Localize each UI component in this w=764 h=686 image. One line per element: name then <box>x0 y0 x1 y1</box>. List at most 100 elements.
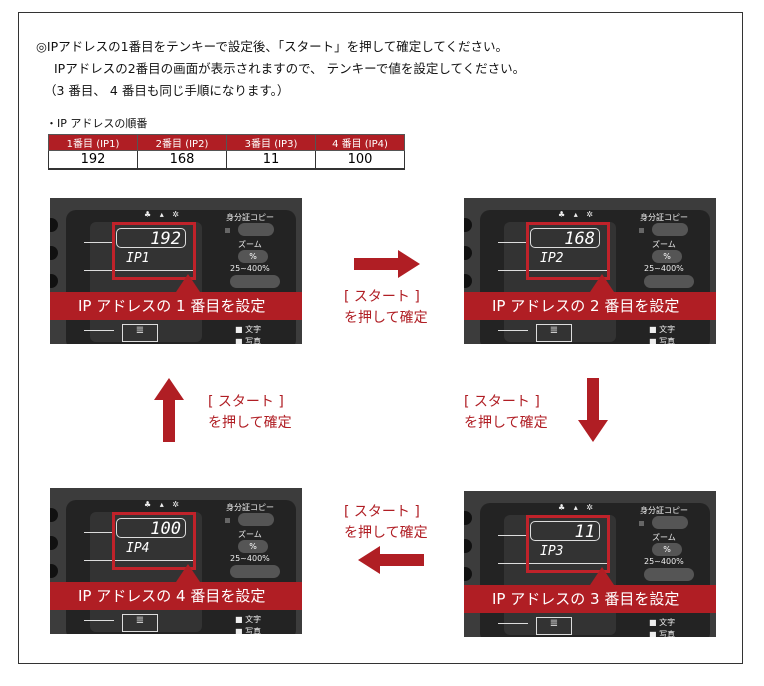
table-header: 2番目 (IP2) <box>137 134 227 151</box>
indicator-led <box>639 228 644 233</box>
id-copy-label: 身分証コピー <box>640 506 688 515</box>
id-copy-label: 身分証コピー <box>226 213 274 222</box>
document-frame <box>18 12 743 664</box>
zoom-range-label: 25~400% <box>644 264 684 273</box>
lcd-ip-label: IP3 <box>540 544 564 559</box>
photo-mode-label: ■ 写真 <box>649 630 676 637</box>
divider <box>84 330 114 331</box>
instruction-line-3: （3 番目、 4 番目も同じ手順になります。） <box>44 83 290 98</box>
zoom-label: ズーム <box>238 530 262 539</box>
paper-icon: ≣ <box>122 614 158 632</box>
id-copy-button[interactable] <box>238 513 274 526</box>
percent-button[interactable]: % <box>238 540 268 553</box>
highlight-box <box>112 512 196 570</box>
divider <box>498 330 528 331</box>
table-header: 3番目 (IP3) <box>226 134 316 151</box>
divider <box>498 270 608 271</box>
callout-pointer <box>176 274 200 292</box>
step-banner: IP アドレスの 4 番目を設定 <box>50 582 302 610</box>
step-banner: IP アドレスの 1 番目を設定 <box>50 292 302 320</box>
control-panel-ip1: ♣ ▴ ✲ 192 IP1 身分証コピー ズーム % 25~400% IP アド… <box>50 198 302 344</box>
status-icons: ♣ ▴ ✲ <box>558 503 596 512</box>
id-copy-button[interactable] <box>652 516 688 529</box>
arrow-down-icon <box>578 378 608 442</box>
paper-icon: ≣ <box>122 324 158 342</box>
text-mode-label: ■ 文字 <box>649 325 676 334</box>
paper-icon: ≣ <box>536 617 572 635</box>
highlight-box <box>526 515 610 573</box>
indicator-led <box>225 228 230 233</box>
divider <box>84 620 114 621</box>
callout-pointer <box>590 274 614 292</box>
table-cell: 168 <box>137 150 227 170</box>
zoom-label: ズーム <box>652 240 676 249</box>
indicator-led <box>225 518 230 523</box>
zoom-updown-button[interactable] <box>230 565 280 578</box>
lcd-value: 11 <box>530 521 600 542</box>
divider <box>84 560 194 561</box>
arrow-left-icon <box>358 546 424 574</box>
percent-button[interactable]: % <box>652 250 682 263</box>
lcd-value: 168 <box>530 228 600 249</box>
table-header: 1番目 (IP1) <box>48 134 138 151</box>
highlight-box <box>526 222 610 280</box>
zoom-range-label: 25~400% <box>230 264 270 273</box>
instruction-line-2: IPアドレスの2番目の画面が表示されますので、 テンキーで値を設定してください。 <box>54 61 526 76</box>
zoom-updown-button[interactable] <box>644 275 694 288</box>
zoom-range-label: 25~400% <box>230 554 270 563</box>
zoom-label: ズーム <box>652 533 676 542</box>
zoom-updown-button[interactable] <box>644 568 694 581</box>
status-icons: ♣ ▴ ✲ <box>558 210 596 219</box>
lcd-ip-label: IP2 <box>540 251 564 266</box>
table-header: 4 番目 (IP4) <box>315 134 405 151</box>
lcd-ip-label: IP1 <box>126 251 150 266</box>
lcd-ip-label: IP4 <box>126 541 150 556</box>
highlight-box <box>112 222 196 280</box>
id-copy-label: 身分証コピー <box>640 213 688 222</box>
id-copy-button[interactable] <box>652 223 688 236</box>
step-caption: [ スタート ]を押して確定 <box>344 289 428 326</box>
divider <box>498 535 528 536</box>
status-icons: ♣ ▴ ✲ <box>144 210 182 219</box>
step-caption: [ スタート ]を押して確定 <box>344 504 428 541</box>
lcd-value: 192 <box>116 228 186 249</box>
status-icons: ♣ ▴ ✲ <box>144 500 182 509</box>
step-caption: [ スタート ]を押して確定 <box>208 394 292 431</box>
divider <box>498 623 528 624</box>
photo-mode-label: ■ 写真 <box>235 627 262 634</box>
photo-mode-label: ■ 写真 <box>235 337 262 344</box>
arrow-right-icon <box>354 250 420 278</box>
divider <box>84 532 114 533</box>
photo-mode-label: ■ 写真 <box>649 337 676 344</box>
control-panel-ip3: ♣ ▴ ✲ 11 IP3 身分証コピー ズーム % 25~400% IP アドレ… <box>464 491 716 637</box>
zoom-label: ズーム <box>238 240 262 249</box>
id-copy-button[interactable] <box>238 223 274 236</box>
step-banner: IP アドレスの 3 番目を設定 <box>464 585 716 613</box>
control-panel-ip4: ♣ ▴ ✲ 100 IP4 身分証コピー ズーム % 25~400% IP アド… <box>50 488 302 634</box>
divider <box>84 242 114 243</box>
step-caption: [ スタート ]を押して確定 <box>464 394 548 431</box>
table-cell: 192 <box>48 150 138 170</box>
zoom-range-label: 25~400% <box>644 557 684 566</box>
table-cell: 100 <box>315 150 405 170</box>
lcd-value: 100 <box>116 518 186 539</box>
paper-icon: ≣ <box>536 324 572 342</box>
step-banner: IP アドレスの 2 番目を設定 <box>464 292 716 320</box>
table-cell: 11 <box>226 150 316 170</box>
instruction-line-1: ◎IPアドレスの1番目をテンキーで設定後、「スタート」を押して確定してください。 <box>36 39 508 54</box>
percent-button[interactable]: % <box>238 250 268 263</box>
text-mode-label: ■ 文字 <box>649 618 676 627</box>
callout-pointer <box>176 564 200 582</box>
arrow-up-icon <box>154 378 184 442</box>
percent-button[interactable]: % <box>652 543 682 556</box>
text-mode-label: ■ 文字 <box>235 325 262 334</box>
divider <box>498 242 528 243</box>
indicator-led <box>639 521 644 526</box>
control-panel-ip2: ♣ ▴ ✲ 168 IP2 身分証コピー ズーム % 25~400% IP アド… <box>464 198 716 344</box>
zoom-updown-button[interactable] <box>230 275 280 288</box>
id-copy-label: 身分証コピー <box>226 503 274 512</box>
callout-pointer <box>590 567 614 585</box>
ip-order-title: ・IP アドレスの順番 <box>46 117 148 130</box>
text-mode-label: ■ 文字 <box>235 615 262 624</box>
